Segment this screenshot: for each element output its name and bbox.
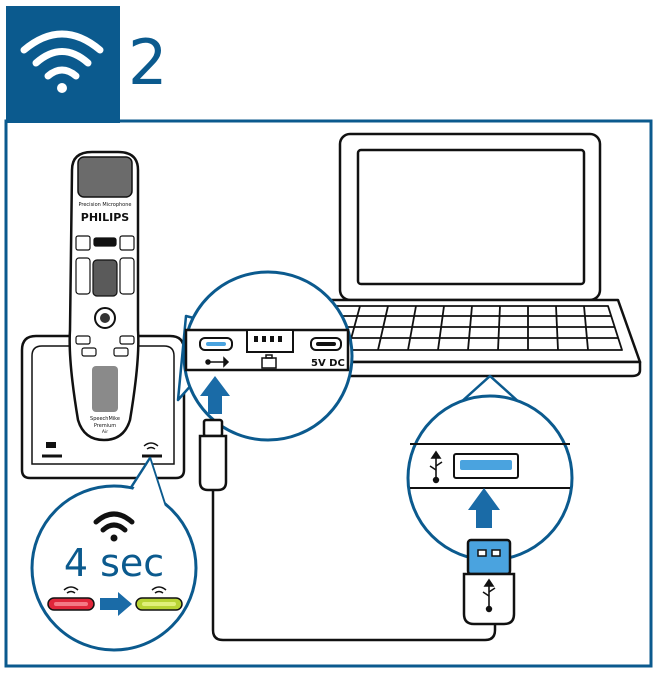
usb-symbol-icon [429, 450, 443, 484]
battery-icon [46, 442, 56, 448]
micro-usb-plug [198, 418, 228, 492]
dock-icon [261, 354, 277, 369]
dc-label: 5V DC [311, 358, 345, 369]
arrow-up-icon-2 [468, 488, 500, 528]
brand-logo: PHILIPS [81, 211, 130, 224]
duration-label: 4 sec [64, 541, 164, 585]
laptop-keyboard [321, 305, 623, 351]
led-red [47, 586, 95, 611]
usb-plug-metal [466, 538, 512, 576]
wifi-badge [6, 6, 120, 123]
dock-port-callout: 5V DC [176, 270, 354, 442]
laptop [298, 132, 642, 378]
badge-background [6, 6, 120, 123]
usb-plug-icon [482, 578, 496, 613]
arrow-up-icon [200, 376, 230, 414]
mic-grille-top [77, 156, 133, 198]
usb-cable [211, 490, 497, 642]
model-line1: SpeechMike [90, 416, 120, 422]
model-line3: Air [102, 429, 108, 435]
wifi-icon-small-green [151, 586, 167, 594]
usb-icon [205, 356, 230, 368]
frame [4, 119, 653, 668]
usb-a-plug [462, 538, 516, 626]
pairing-callout: 4 sec [30, 456, 198, 652]
microphone: Precision Microphone PHILIPS SpeechMike … [68, 150, 140, 442]
step-number: 2 [128, 26, 167, 99]
wifi-icon-small-red [63, 586, 79, 594]
laptop-port-callout [406, 374, 574, 562]
laptop-screen [356, 148, 586, 286]
mic-grille-bottom [92, 366, 118, 412]
model-line2: Premium [94, 423, 116, 429]
mic-buttons [75, 235, 135, 357]
dock-wifi-icon [143, 442, 159, 450]
led-green [135, 586, 183, 611]
wifi-icon [20, 30, 104, 93]
mic-label: Precision Microphone [78, 202, 131, 208]
arrow-right-icon [100, 592, 132, 616]
wifi-icon [93, 511, 135, 542]
